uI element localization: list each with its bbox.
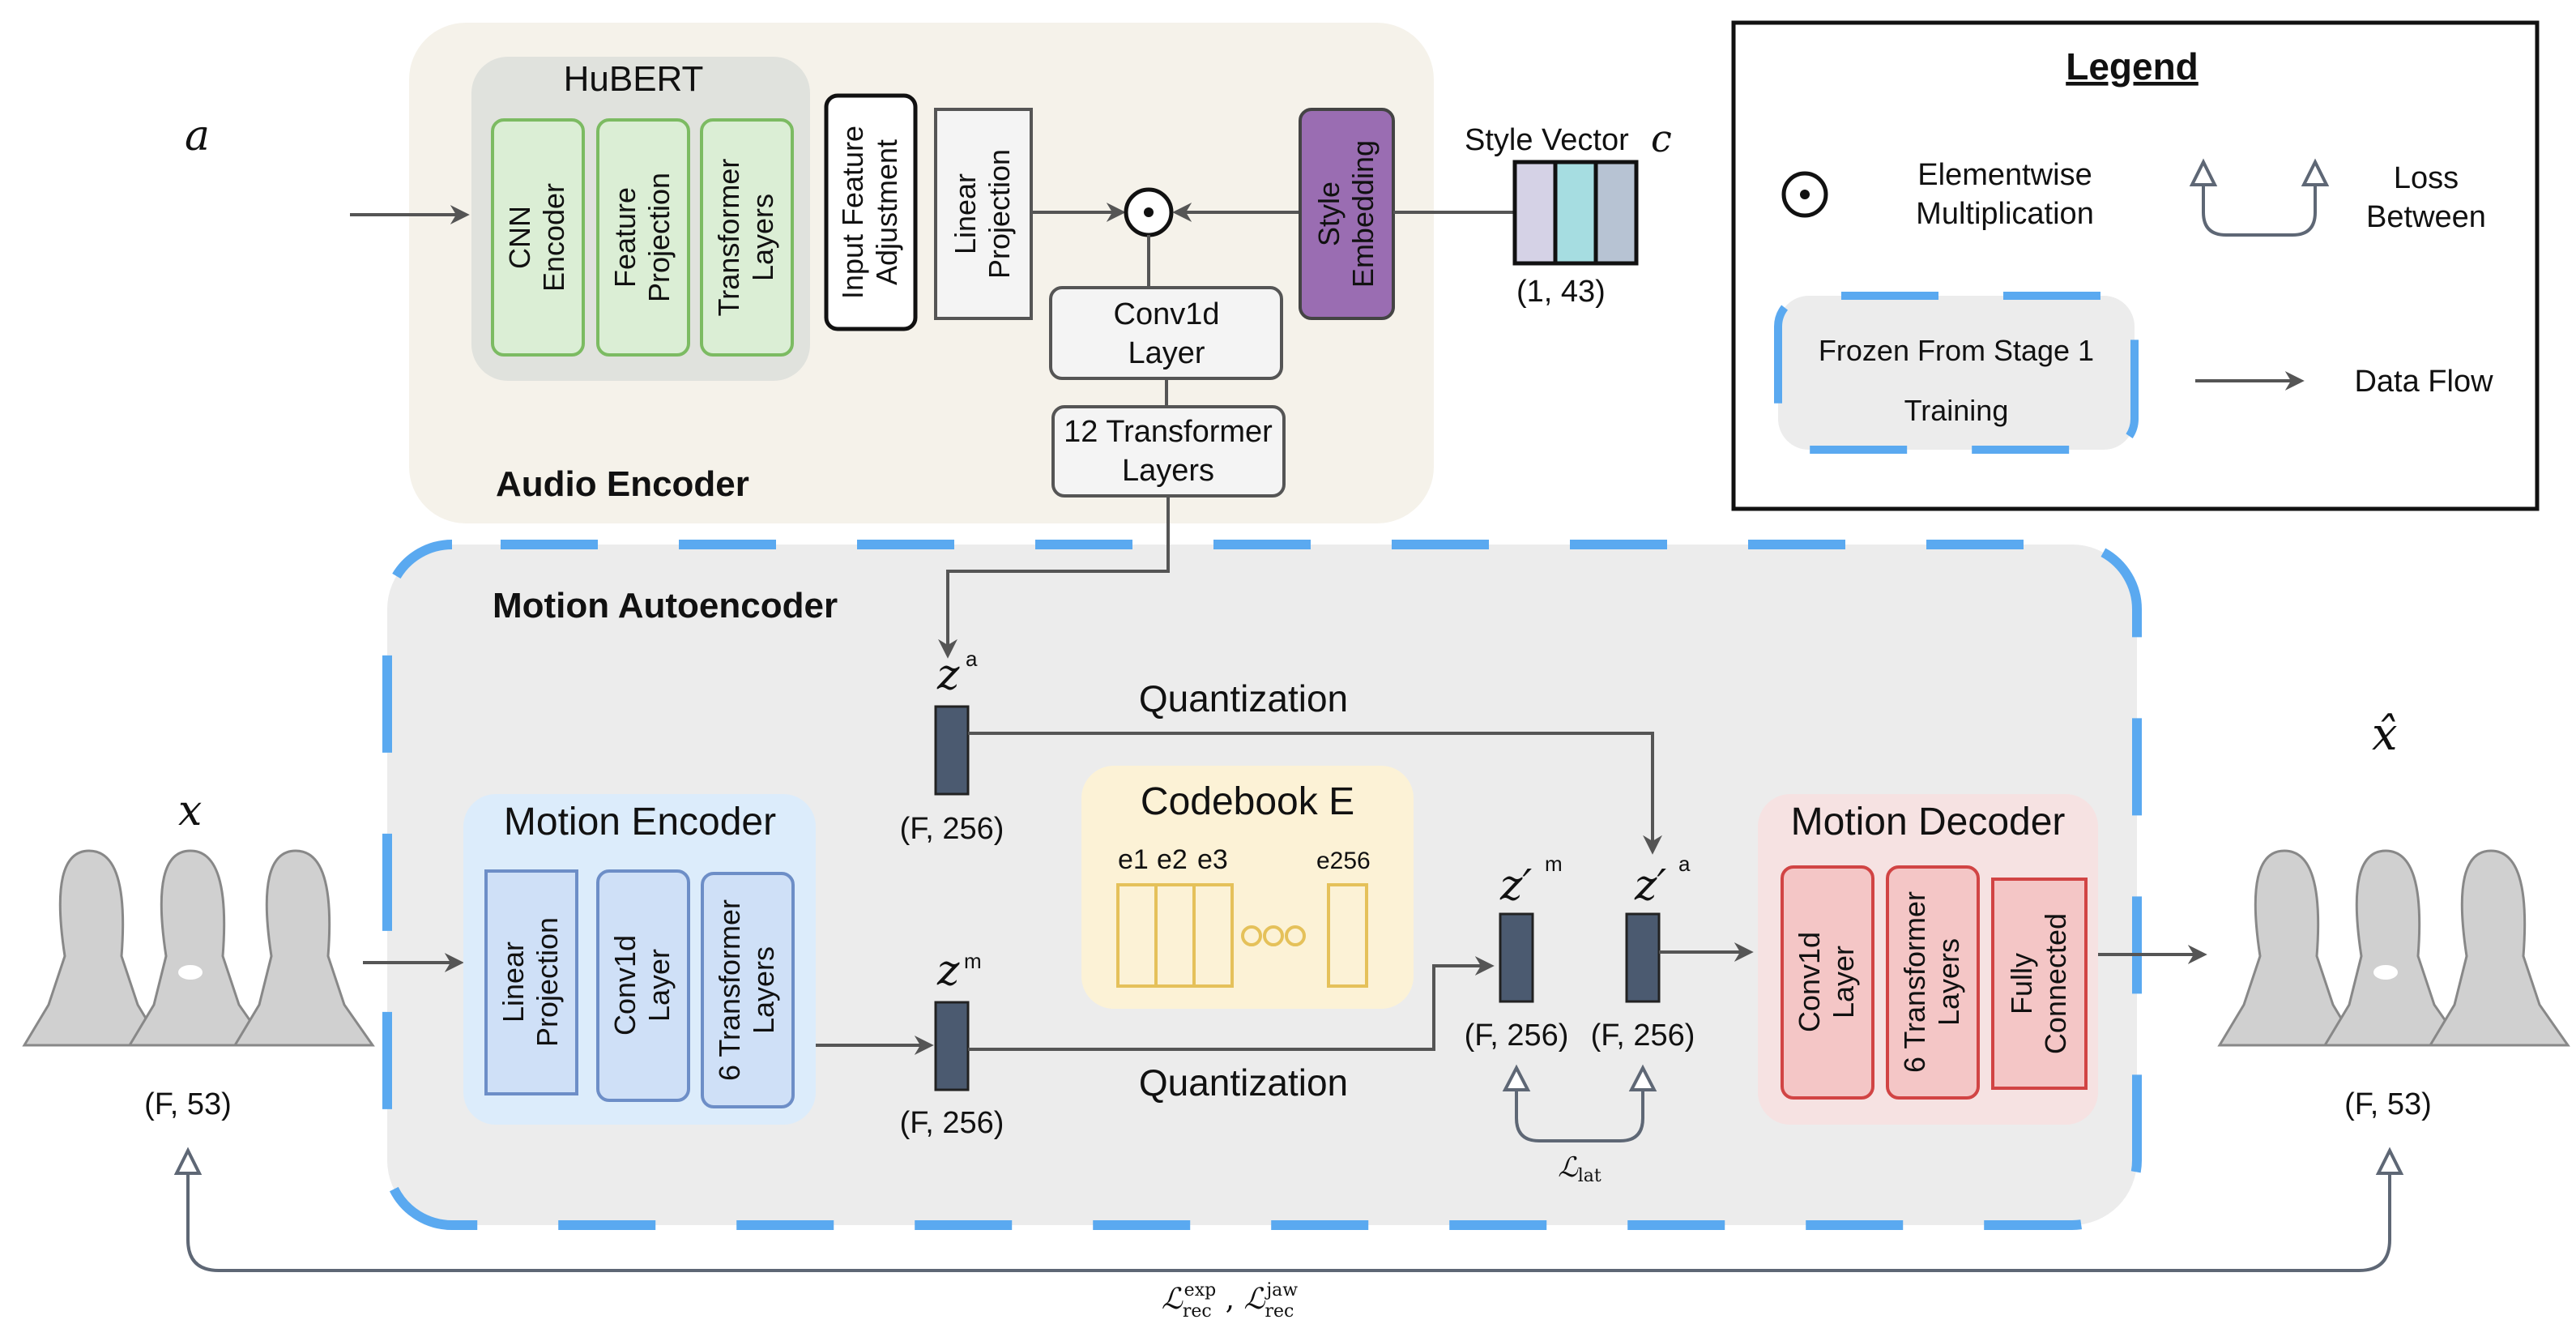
linear-projection-block bbox=[934, 108, 1033, 320]
legend-elementwise-icon bbox=[1781, 171, 1828, 218]
input-feature-adjustment-block bbox=[824, 93, 918, 331]
zqa-latent: z′ a (F, 256) bbox=[1591, 852, 1695, 1053]
audio-waveform-icon: a bbox=[54, 112, 341, 266]
za-latent: z a (F, 256) bbox=[900, 647, 1004, 846]
hubert-title: HuBERT bbox=[564, 59, 704, 99]
legend-frozen-icon bbox=[1774, 292, 2139, 454]
hubert-block-transformer-layers: TransformerLayers bbox=[712, 159, 779, 317]
input-face-meshes: x (F, 53) bbox=[22, 787, 375, 1121]
decoder-block-fully-connected: FullyConnected bbox=[2005, 913, 2072, 1054]
zm-label: z bbox=[936, 946, 960, 995]
quantization-bottom-label: Quantization bbox=[1139, 1061, 1348, 1104]
input-feature-adjustment-label: Input FeatureAdjustment bbox=[836, 126, 903, 299]
hubert-block-cnn-encoder: CNNEncoder bbox=[503, 183, 570, 292]
hubert-module: HuBERT CNNEncoder FeatureProjection Tran… bbox=[471, 57, 810, 381]
legend-title: Legend bbox=[2066, 45, 2199, 88]
style-vector-symbol: c bbox=[1651, 117, 1672, 160]
style-vector-shape: (1, 43) bbox=[1516, 275, 1606, 309]
codebook-entry-1: e1 bbox=[1118, 844, 1149, 875]
zm-sup: m bbox=[964, 949, 982, 973]
reconstruction-loss-label: ℒrecexp , ℒrecjaw bbox=[1162, 1280, 1298, 1322]
zqa-shape: (F, 256) bbox=[1591, 1019, 1695, 1053]
za-shape: (F, 256) bbox=[900, 812, 1004, 846]
latent-loss-connector: ℒlat bbox=[1502, 1064, 1657, 1186]
codebook-title: Codebook E bbox=[1141, 780, 1354, 823]
motion-decoder-module: Motion Decoder Conv1dLayer 6 Transformer… bbox=[1758, 794, 2098, 1125]
reconstruction-loss-connector: ℒrecexp , ℒrecjaw bbox=[173, 1147, 2404, 1322]
output-face-meshes: x̂ (F, 53) bbox=[2217, 708, 2570, 1121]
input-symbol: x bbox=[178, 787, 202, 835]
codebook-module: Codebook E e1 e2 e3 e256 bbox=[1081, 766, 1414, 1009]
zm-to-zqm-arrow bbox=[968, 956, 1495, 1051]
za-to-zqa-arrow bbox=[968, 732, 1662, 855]
encoder-block-transformer-layers: 6 TransformerLayers bbox=[713, 899, 780, 1081]
audio-symbol: a bbox=[185, 112, 210, 160]
motion-encoder-module: Motion Encoder LinearProjection Conv1dLa… bbox=[463, 794, 816, 1125]
output-symbol: x̂ bbox=[2372, 708, 2398, 761]
zqm-latent: z′ m (F, 256) bbox=[1465, 852, 1569, 1053]
legend-data-flow-label: Data Flow bbox=[2354, 365, 2493, 399]
audio-encoder-title: Audio Encoder bbox=[496, 464, 749, 504]
legend-loss-icon bbox=[2189, 158, 2330, 237]
za-label: z bbox=[936, 651, 960, 699]
decoder-block-conv1d-layer: Conv1dLayer bbox=[1793, 932, 1860, 1032]
style-vector: Style Vector c (1, 43) bbox=[1465, 117, 1672, 309]
motion-decoder-title: Motion Decoder bbox=[1791, 801, 2066, 843]
decoder-block-transformer-layers: 6 TransformerLayers bbox=[1898, 891, 1965, 1073]
zqa-sup: a bbox=[1678, 852, 1691, 876]
za-sup: a bbox=[966, 647, 978, 671]
motion-autoencoder-title: Motion Autoencoder bbox=[493, 586, 838, 626]
zm-latent: z m (F, 256) bbox=[900, 946, 1004, 1140]
motion-encoder-title: Motion Encoder bbox=[504, 801, 776, 843]
codebook-entry-2: e2 bbox=[1157, 844, 1188, 875]
zqm-label: z′ bbox=[1499, 861, 1532, 910]
style-embedding-label: StyleEmbedding bbox=[1312, 140, 1380, 288]
zqm-shape: (F, 256) bbox=[1465, 1019, 1569, 1053]
codebook-entry-256: e256 bbox=[1316, 848, 1371, 874]
encoder-block-linear-projection: LinearProjection bbox=[497, 917, 564, 1047]
elementwise-multiplication-icon bbox=[1124, 187, 1174, 237]
zqm-sup: m bbox=[1545, 852, 1563, 876]
zqa-label: z′ bbox=[1634, 861, 1666, 910]
output-shape: (F, 53) bbox=[2344, 1087, 2432, 1121]
linear-projection-label: LinearProjection bbox=[949, 149, 1016, 279]
encoder-block-conv1d-layer: Conv1dLayer bbox=[608, 935, 676, 1036]
zm-shape: (F, 256) bbox=[900, 1106, 1004, 1140]
quantization-top-label: Quantization bbox=[1139, 677, 1348, 720]
hubert-block-feature-projection: FeatureProjection bbox=[608, 173, 676, 302]
codebook-entry-3: e3 bbox=[1197, 844, 1228, 875]
transformer-to-za-arrow bbox=[938, 496, 1170, 659]
style-vector-label: Style Vector bbox=[1465, 123, 1629, 157]
input-shape: (F, 53) bbox=[144, 1087, 232, 1121]
